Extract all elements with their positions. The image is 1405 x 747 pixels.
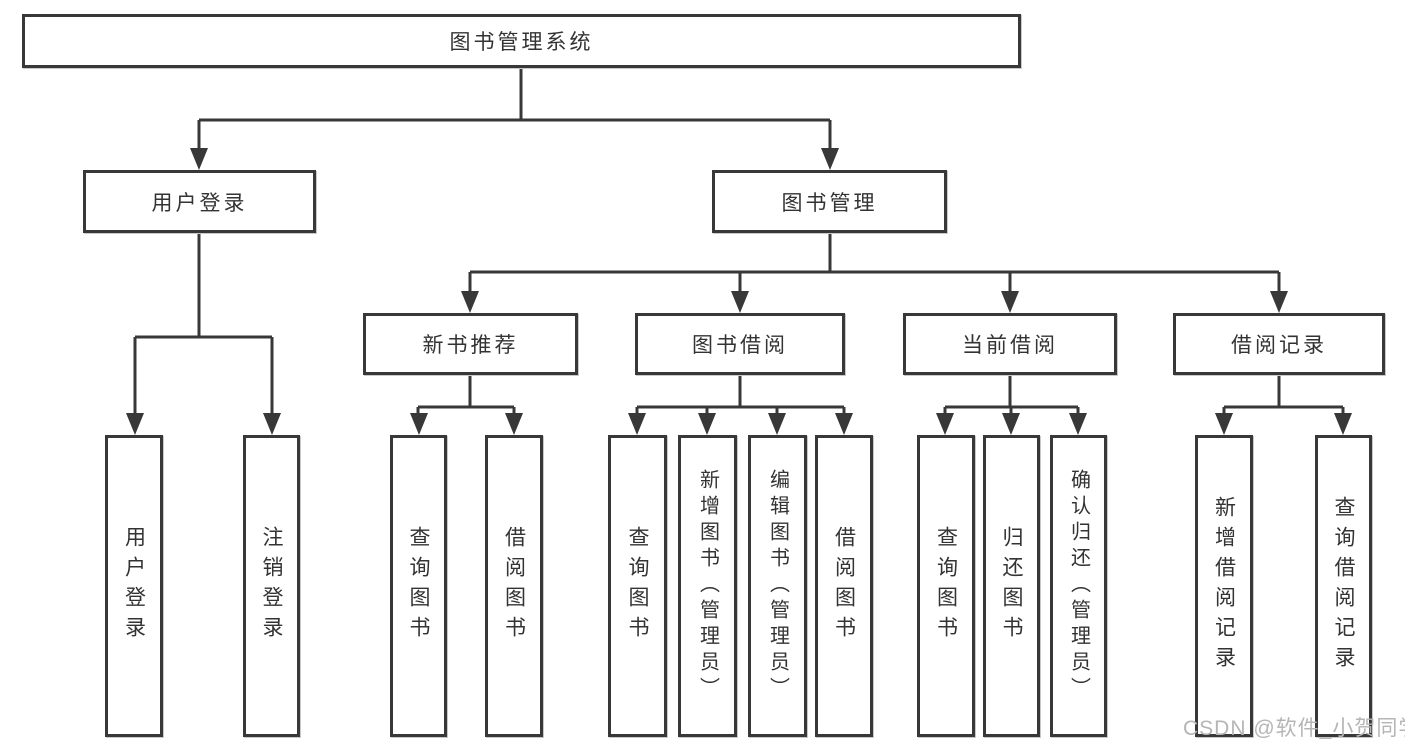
leaf-label: 借阅图书 — [502, 526, 526, 646]
node-leaf-borrow-books-recommend: 借阅图书 — [485, 435, 543, 737]
leaf-label: 编辑图书（管理员） — [766, 469, 789, 703]
node-leaf-add-borrow-record: 新增借阅记录 — [1195, 435, 1253, 737]
leaf-label: 查询图书 — [407, 526, 430, 646]
leaf-label: 注销登录 — [260, 526, 283, 646]
node-leaf-edit-books-admin: 编辑图书（管理员） — [748, 435, 807, 737]
node-user-login: 用户登录 — [83, 170, 316, 233]
arrowhead-group — [126, 148, 1352, 435]
node-new-book-recommend: 新书推荐 — [363, 313, 578, 375]
node-book-borrowing: 图书借阅 — [635, 313, 845, 375]
leaf-label: 新增图书（管理员） — [696, 469, 719, 703]
node-book-management: 图书管理 — [712, 170, 947, 233]
node-borrowing-records: 借阅记录 — [1173, 313, 1385, 375]
leaf-label: 归还图书 — [1000, 526, 1023, 646]
node-leaf-query-books-current: 查询图书 — [917, 435, 975, 737]
leaf-label: 查询图书 — [934, 526, 958, 646]
leaf-label: 用户登录 — [122, 526, 146, 646]
node-leaf-query-borrow-record: 查询借阅记录 — [1315, 435, 1372, 737]
leaf-label: 确认归还（管理员） — [1067, 469, 1090, 703]
leaf-label: 新增借阅记录 — [1212, 496, 1236, 676]
leaf-label: 借阅图书 — [832, 526, 856, 646]
node-leaf-query-books-borrow: 查询图书 — [608, 435, 667, 737]
node-leaf-confirm-return-admin: 确认归还（管理员） — [1050, 435, 1107, 737]
csdn-watermark: CSDN @软件_小贺同学 — [1183, 717, 1405, 740]
node-leaf-query-books-recommend: 查询图书 — [390, 435, 447, 737]
node-leaf-user-login: 用户登录 — [105, 435, 163, 737]
node-leaf-logout: 注销登录 — [243, 435, 300, 737]
node-leaf-return-books: 归还图书 — [983, 435, 1040, 737]
leaf-label: 查询借阅记录 — [1332, 496, 1355, 676]
node-leaf-add-books-admin: 新增图书（管理员） — [678, 435, 737, 737]
leaf-label: 查询图书 — [626, 526, 649, 646]
node-current-borrowing: 当前借阅 — [903, 313, 1117, 375]
node-leaf-borrow-books: 借阅图书 — [815, 435, 873, 737]
node-root: 图书管理系统 — [22, 14, 1021, 68]
